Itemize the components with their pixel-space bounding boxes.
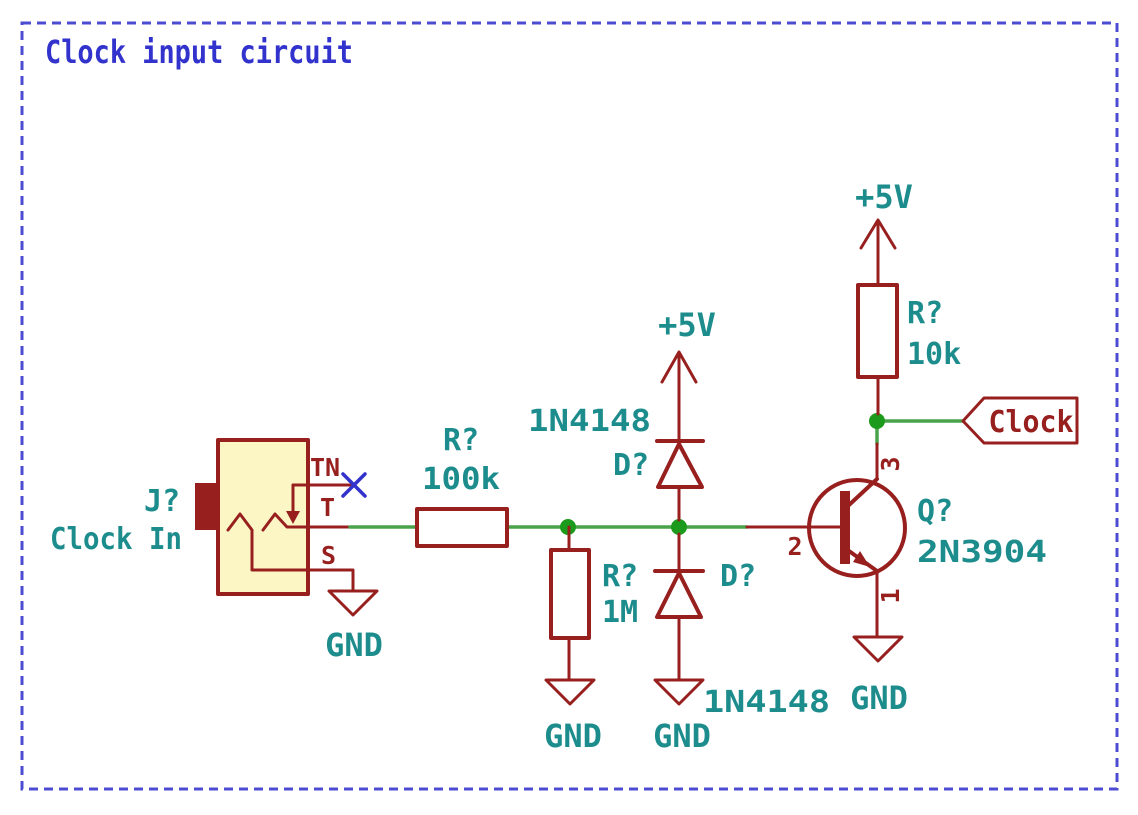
diode-triangle [656, 442, 704, 489]
gnd-symbol-r-pulldown[interactable]: GND [544, 678, 602, 755]
jack-value: Clock In [50, 522, 182, 557]
jack-tip-contact [261, 512, 354, 532]
jack-pin-name-t: T [320, 493, 335, 522]
jack-sleeve-contact [226, 512, 355, 593]
jack-pin-name-tn: TN [310, 453, 340, 482]
component-q-buffer[interactable]: 2 3 1 Q? 2N3904 [745, 442, 1047, 639]
jack-tn-switch-arrow-icon [286, 511, 300, 524]
resistor-body [856, 283, 899, 379]
d-clamp-high-reference: D? [613, 448, 649, 483]
gnd-label: GND [544, 717, 602, 755]
r-pulldown-value: 1M [602, 595, 638, 630]
d-clamp-high-value: 1N4148 [528, 404, 651, 439]
resistor-body [415, 507, 509, 548]
transistor-base-bar [840, 491, 850, 564]
component-r-series[interactable]: R? 100k [415, 423, 509, 548]
component-d-clamp-high[interactable]: 1N4148 D? [528, 404, 705, 522]
vcc-label: +5V [658, 306, 716, 344]
r-pullup-reference: R? [907, 296, 943, 331]
transistor-circle [807, 478, 907, 578]
emitter-arrow-icon [853, 551, 870, 567]
r-series-value: 100k [422, 462, 500, 497]
gnd-label: GND [325, 626, 383, 664]
gnd-symbol-emitter[interactable]: GND [850, 635, 908, 717]
diode-triangle [655, 571, 703, 619]
component-r-pulldown[interactable]: R? 1M [549, 525, 638, 682]
jack-barrel [195, 483, 218, 530]
q-buffer-reference: Q? [917, 494, 953, 529]
junction-dot [869, 413, 885, 429]
sheet-border [20, 21, 1119, 791]
sheet-title: Clock input circuit [45, 33, 353, 71]
gnd-triangle-icon [852, 635, 904, 663]
d-clamp-low-reference: D? [720, 559, 756, 594]
q-buffer-value: 2N3904 [917, 535, 1047, 570]
pin-number-emitter: 1 [876, 588, 905, 603]
gnd-triangle-icon [544, 678, 596, 706]
gnd-label: GND [653, 717, 711, 755]
power-arrow-icon [660, 350, 698, 384]
gnd-label: GND [850, 679, 908, 717]
gnd-symbol-jack[interactable]: GND [325, 589, 383, 664]
gnd-triangle-icon [327, 589, 379, 617]
power-5v-pullup[interactable]: +5V [855, 178, 913, 287]
gnd-triangle-icon [653, 678, 705, 706]
r-pullup-value: 10k [907, 337, 961, 372]
component-jack[interactable]: TN T S J? Clock In [50, 438, 355, 596]
clock-label-text: Clock [989, 405, 1074, 440]
resistor-body [549, 548, 591, 640]
vcc-label: +5V [855, 178, 913, 216]
no-connect-icon[interactable] [341, 472, 367, 498]
gnd-symbol-d-clamp[interactable]: GND [653, 678, 711, 755]
collector-stroke [847, 477, 879, 507]
junction-dot [671, 519, 687, 535]
jack-reference: J? [144, 484, 180, 519]
global-label-clock[interactable]: Clock [961, 396, 1079, 445]
pin-number-base: 2 [787, 532, 802, 561]
r-series-reference: R? [443, 423, 479, 458]
wires[interactable] [348, 413, 965, 535]
clock-label-shape [961, 396, 1079, 445]
pin-number-collector: 3 [876, 456, 905, 471]
r-pulldown-reference: R? [602, 559, 638, 594]
power-arrow-icon [859, 218, 897, 250]
component-r-pullup[interactable]: R? 10k [856, 283, 961, 416]
component-d-clamp-low[interactable]: D? 1N4148 [653, 532, 830, 720]
jack-pin-name-s: S [321, 541, 336, 570]
power-5v-clamp[interactable]: +5V [658, 306, 716, 443]
d-clamp-low-value: 1N4148 [703, 685, 830, 720]
